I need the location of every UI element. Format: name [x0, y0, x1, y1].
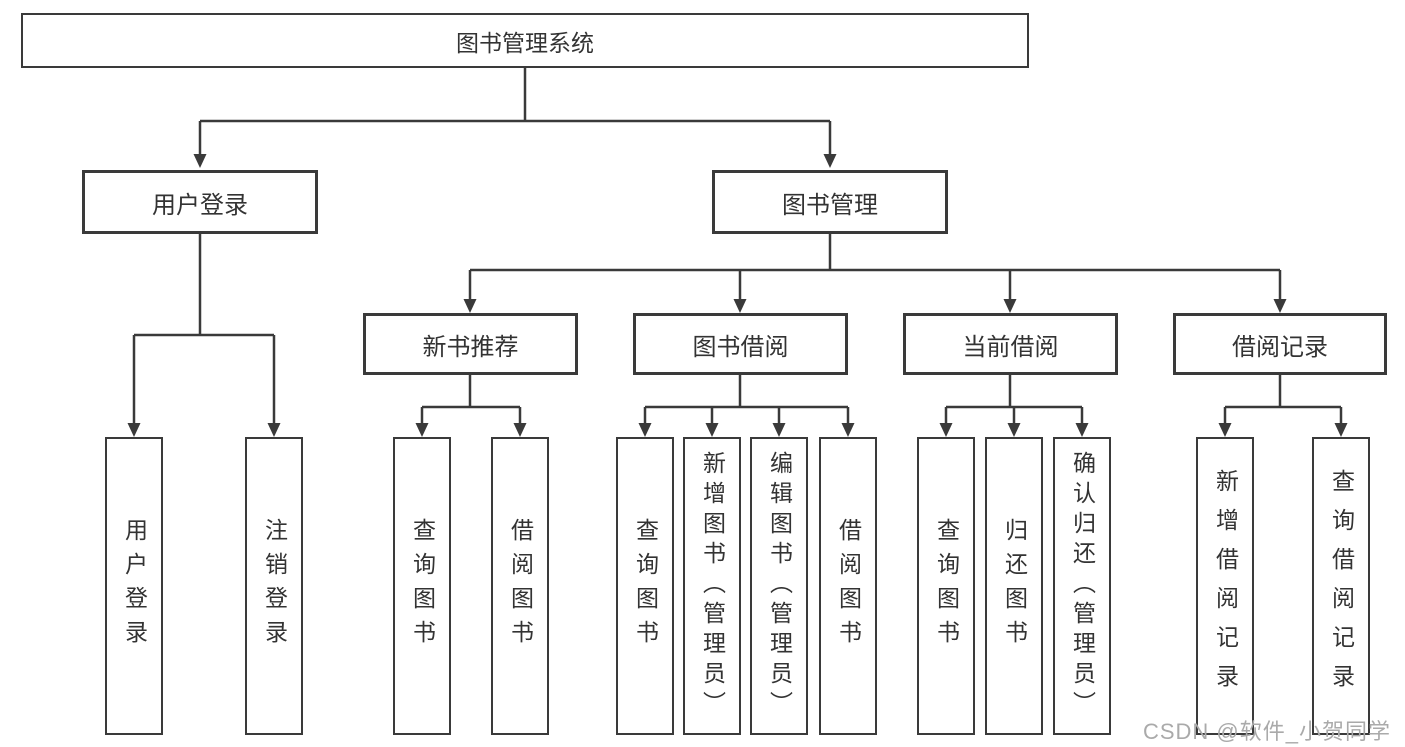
node-label: 新增图书（管理员） — [699, 451, 726, 721]
node-label: 查询图书 — [632, 518, 659, 654]
arrowhead — [638, 423, 652, 437]
node-leaf-edit-book-admin: 编辑图书（管理员） — [750, 437, 808, 735]
arrowhead — [415, 423, 429, 437]
arrowhead — [939, 423, 953, 437]
arrowhead — [1334, 423, 1348, 437]
node-system-root: 图书管理系统 — [21, 13, 1029, 68]
connector-user-login-to-leaves — [127, 234, 281, 437]
node-leaf-logout: 注销登录 — [245, 437, 303, 735]
arrowhead — [1218, 423, 1232, 437]
arrowhead — [463, 299, 477, 313]
node-leaf-borrow-book: 借阅图书 — [819, 437, 877, 735]
node-label: 用户登录 — [152, 191, 248, 219]
arrowhead — [193, 154, 207, 168]
node-user-login: 用户登录 — [82, 170, 318, 234]
node-book-management: 图书管理 — [712, 170, 948, 234]
arrowhead — [841, 423, 855, 437]
connector-root-to-level2 — [193, 68, 837, 168]
arrowhead — [1075, 423, 1089, 437]
node-label: 注销登录 — [261, 518, 288, 654]
arrowhead — [772, 423, 786, 437]
arrowhead — [705, 423, 719, 437]
arrowhead — [1007, 423, 1021, 437]
node-leaf-add-borrow-record: 新增借阅记录 — [1196, 437, 1254, 735]
node-label: 用户登录 — [121, 518, 148, 654]
arrowhead — [1273, 299, 1287, 313]
node-borrow-records: 借阅记录 — [1173, 313, 1387, 375]
node-current-borrow: 当前借阅 — [903, 313, 1118, 375]
node-leaf-query-book-recommend: 查询图书 — [393, 437, 451, 735]
node-label: 新增借阅记录 — [1212, 469, 1239, 703]
arrowhead — [127, 423, 141, 437]
node-leaf-add-book-admin: 新增图书（管理员） — [683, 437, 741, 735]
node-book-borrow: 图书借阅 — [633, 313, 848, 375]
arrowhead — [267, 423, 281, 437]
node-label: 查询图书 — [409, 518, 436, 654]
connector-book-mgmt-to-level3 — [463, 234, 1287, 313]
arrowhead — [823, 154, 837, 168]
node-label: 图书管理 — [782, 191, 878, 219]
node-leaf-query-book-borrow: 查询图书 — [616, 437, 674, 735]
node-label: 借阅图书 — [835, 518, 862, 654]
node-label: 图书管理系统 — [456, 29, 594, 56]
node-leaf-borrow-book-recommend: 借阅图书 — [491, 437, 549, 735]
node-leaf-query-borrow-record: 查询借阅记录 — [1312, 437, 1370, 735]
node-leaf-user-login: 用户登录 — [105, 437, 163, 735]
node-label: 新书推荐 — [422, 333, 519, 361]
node-label: 当前借阅 — [962, 333, 1059, 361]
node-label: 编辑图书（管理员） — [766, 451, 793, 721]
node-leaf-confirm-return-admin: 确认归还（管理员） — [1053, 437, 1111, 735]
node-label: 查询图书 — [933, 518, 960, 654]
arrowhead — [513, 423, 527, 437]
node-new-book-recommend: 新书推荐 — [363, 313, 578, 375]
connector-level3-to-leaves — [415, 375, 1348, 437]
arrowhead — [733, 299, 747, 313]
node-label: 图书借阅 — [692, 333, 789, 361]
node-label: 确认归还（管理员） — [1069, 451, 1096, 721]
node-label: 查询借阅记录 — [1328, 469, 1355, 703]
node-label: 借阅图书 — [507, 518, 534, 654]
node-leaf-return-book: 归还图书 — [985, 437, 1043, 735]
node-leaf-query-book-current: 查询图书 — [917, 437, 975, 735]
node-label: 借阅记录 — [1232, 333, 1328, 361]
node-label: 归还图书 — [1001, 518, 1028, 654]
arrowhead — [1003, 299, 1017, 313]
